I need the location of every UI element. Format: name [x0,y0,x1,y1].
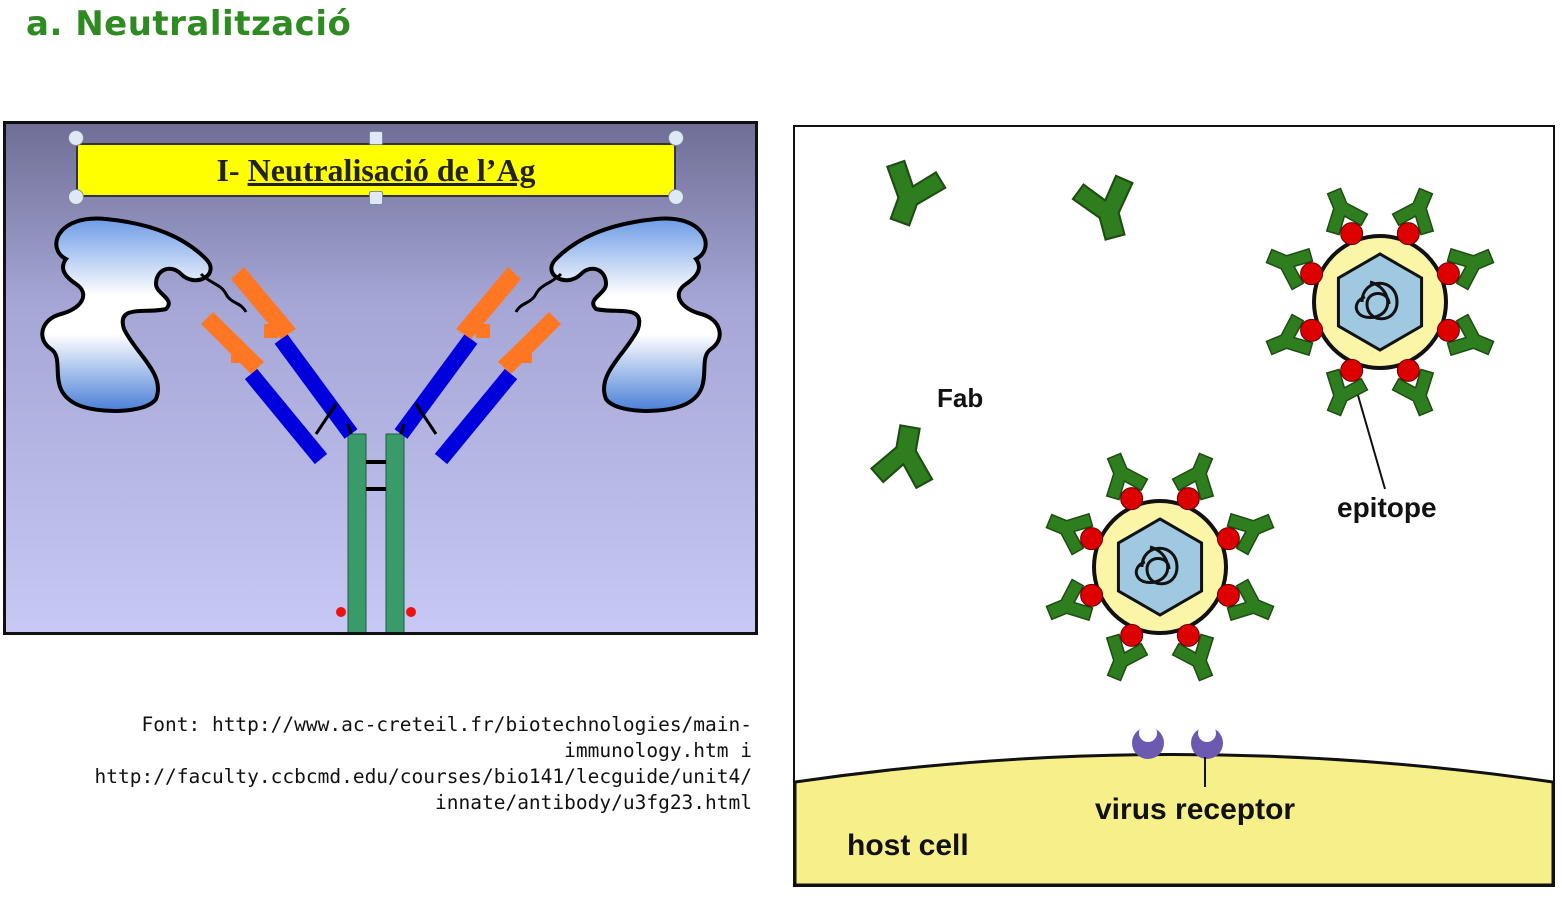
viral-genome [1134,545,1179,586]
slide-title-banner: I- Neutralisació de l’Ag [76,143,676,197]
virus-receptor-label: virus receptor [1095,793,1296,826]
antibody-slide-image: I- Neutralisació de l’Ag [3,121,758,635]
epitope-dot [1080,583,1104,607]
antigen-left [40,216,213,413]
source-line: innate/antibody/u3fg23.html [435,791,752,814]
virus-diagram [795,155,1553,885]
epitope-dot [1396,358,1420,382]
epitope-dot [1340,222,1364,246]
free-antibody [870,155,951,234]
free-antibody [868,420,942,492]
page-title: a. Neutralització [26,4,352,44]
selection-handle-top-left [68,130,84,146]
source-line: http://faculty.ccbcmd.edu/courses/bio141… [94,765,752,788]
virus-particle-bottom [1039,446,1281,688]
epitope-dot [1300,318,1324,342]
epitope-dot [1176,623,1200,647]
epitope-dot [1176,487,1200,511]
epitope-label: epitope [1337,492,1437,523]
epitope-dot [1300,262,1324,286]
selection-handle-bottom-mid [369,191,383,205]
epitope-dot [1120,623,1144,647]
virus-capsid [1336,252,1424,352]
selection-handle-bottom-right [668,189,684,205]
free-antibody [1068,171,1146,247]
source-line: immunology.htm i [564,739,752,762]
epitope-dot [1436,262,1460,286]
virus-neutralization-image: Fab epitope virus receptor host cell [793,125,1555,887]
epitope-dot [1396,222,1420,246]
antigen-right [549,216,722,413]
epitope-dot [1436,318,1460,342]
source-citation: Font: http://www.ac-creteil.fr/biotechno… [40,712,752,816]
virus-capsid [1116,517,1204,617]
epitope-dot [1080,527,1104,551]
source-line: Font: http://www.ac-creteil.fr/biotechno… [141,713,752,736]
virus-receptor-left [1132,724,1164,759]
antibody-diagram [6,124,755,632]
viral-genome [1354,280,1399,321]
slide-title-text: Neutralisació de l’Ag [247,152,536,188]
fab-label: Fab [937,383,984,413]
epitope-dot [1216,583,1240,607]
epitope-dot [1120,487,1144,511]
slide-title-prefix: I- [216,152,248,188]
selection-handle-bottom-left [68,189,84,205]
selection-handle-top-right [668,130,684,146]
host-cell-label: host cell [847,829,969,862]
epitope-dot [1216,527,1240,551]
virus-particle-top [1259,181,1501,423]
selection-handle-top-mid [369,131,383,145]
virus-receptor-right [1191,724,1223,759]
epitope-dot [1340,358,1364,382]
